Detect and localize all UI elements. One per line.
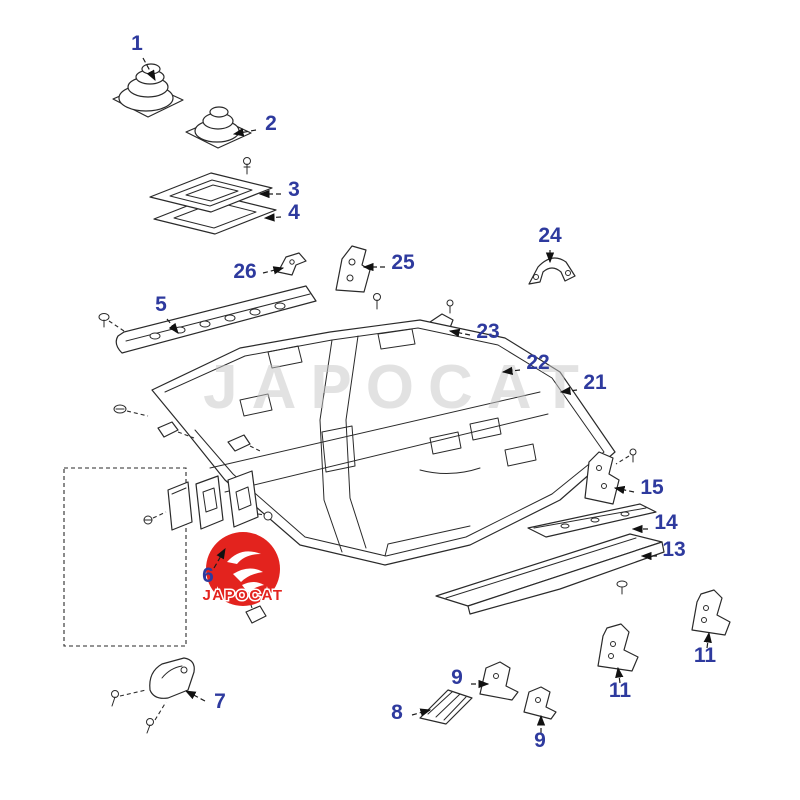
part-label-11-19[interactable]: 11 [609, 679, 632, 702]
leader-line-11-19 [615, 666, 624, 684]
part-label-2-1[interactable]: 2 [265, 112, 277, 135]
part-label-26-4[interactable]: 26 [233, 260, 256, 283]
part-bracket-26 [277, 252, 307, 276]
leader-line-8-16 [411, 708, 432, 717]
leader-line-6-14 [213, 547, 226, 569]
part-label-1-0[interactable]: 1 [131, 32, 143, 55]
part-bracket-9b [523, 686, 557, 720]
leader-line-5-7 [166, 318, 179, 334]
bolt-icon [98, 313, 125, 332]
part-label-25-5[interactable]: 25 [391, 251, 415, 274]
screw-icon [243, 157, 251, 175]
part-label-5-7[interactable]: 5 [155, 293, 167, 316]
part-label-9-17[interactable]: 9 [451, 666, 463, 689]
logo-swirl-icon [227, 551, 261, 564]
part-clamp-24 [528, 257, 576, 285]
part-label-6-14[interactable]: 6 [202, 564, 214, 587]
part-label-22-9[interactable]: 22 [526, 351, 549, 374]
part-label-3-2[interactable]: 3 [288, 178, 300, 201]
part-bracket-9a [479, 661, 519, 701]
part-bracket-7 [111, 657, 195, 734]
part-label-4-3[interactable]: 4 [288, 201, 300, 224]
part-label-8-16[interactable]: 8 [391, 701, 403, 724]
part-label-7-15[interactable]: 7 [214, 690, 226, 713]
logo-swirl-icon [242, 582, 264, 593]
part-small-bracket-left [157, 421, 263, 453]
part-label-24-6[interactable]: 24 [538, 224, 562, 247]
part-boot-plate-3 [149, 172, 273, 213]
part-label-14-12[interactable]: 14 [654, 511, 678, 534]
part-shift-boot-2 [185, 106, 252, 149]
leader-line-7-15 [184, 690, 206, 702]
leader-line-23-8 [448, 328, 471, 338]
leader-line-11-20 [703, 631, 712, 649]
leader-line-21-10 [559, 386, 578, 395]
part-bracket-group-6 [143, 470, 273, 624]
japocat-logo: JAPOCAT [201, 532, 284, 606]
leader-line-1-0 [142, 57, 156, 82]
logo-swirl-icon [233, 568, 263, 582]
part-label-13-13[interactable]: 13 [662, 538, 685, 561]
part-bracket-8 [419, 689, 473, 725]
part-label-15-11[interactable]: 15 [640, 476, 664, 499]
leader-line-2-1 [232, 128, 257, 137]
part-bracket-11b [691, 589, 731, 636]
leader-line-26-4 [262, 266, 285, 275]
part-side-rail-5 [115, 285, 317, 354]
leader-line-4-3 [263, 213, 282, 222]
logo-text: JAPOCAT [202, 587, 283, 604]
part-sill-14 [527, 503, 657, 538]
part-bracket-25 [335, 245, 381, 310]
leader-line-15-11 [613, 485, 635, 495]
part-bracket-11a [597, 623, 639, 672]
part-label-23-8[interactable]: 23 [476, 320, 499, 343]
part-sill-13 [435, 533, 665, 615]
part-bracket-15 [584, 448, 637, 505]
clip-icon [113, 404, 149, 417]
part-label-11-20[interactable]: 11 [694, 644, 717, 667]
detail-box [63, 467, 187, 647]
watermark-text: JAPOCAT [203, 353, 593, 422]
part-label-9-18[interactable]: 9 [534, 729, 546, 752]
leader-line-22-9 [501, 366, 521, 376]
part-shift-boot-1 [112, 63, 184, 118]
part-label-21-10[interactable]: 21 [583, 371, 607, 394]
